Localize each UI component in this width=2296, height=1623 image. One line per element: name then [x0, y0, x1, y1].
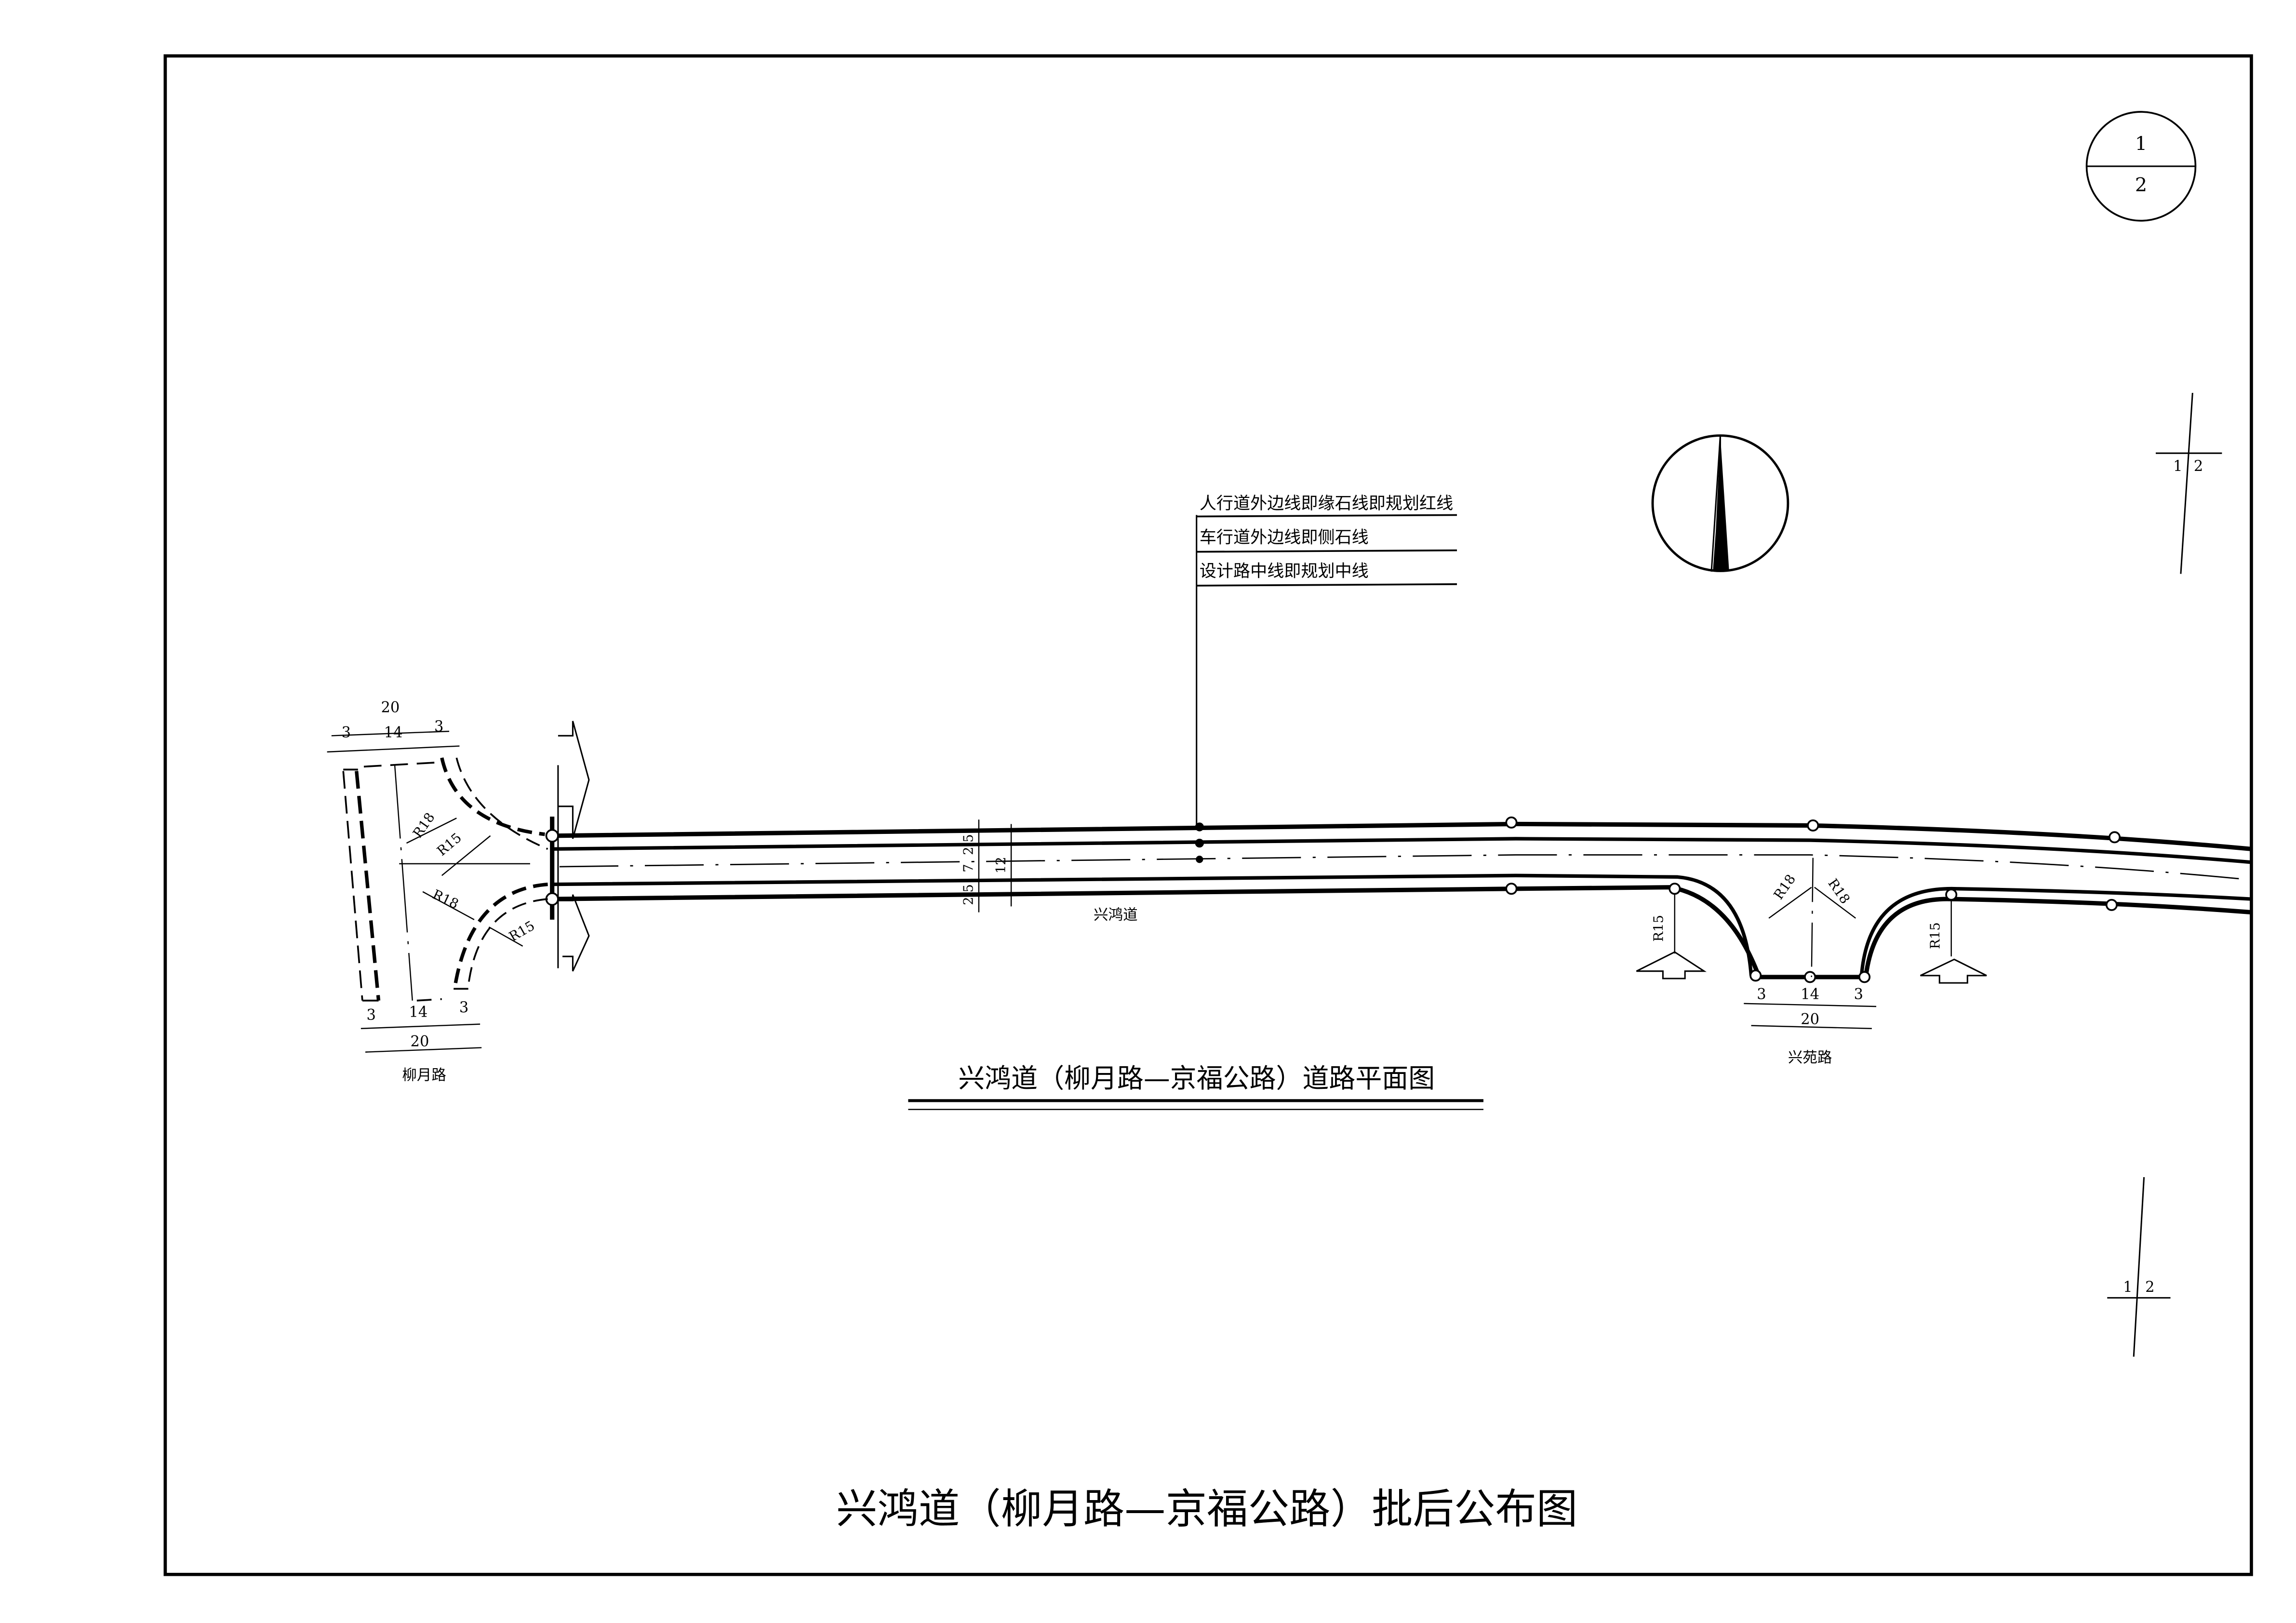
line-legend: 人行道外边线即缘石线即规划红线 车行道外边线即侧石线 设计路中线即规划中线	[1196, 494, 1457, 827]
section-marker: 1 2	[2156, 392, 2222, 574]
section-marker-right: 2	[2145, 1279, 2154, 1296]
dim-bottom-total: 20	[411, 1033, 429, 1050]
radius-label: R18	[1771, 872, 1799, 902]
dim-carriageway: 7	[961, 864, 976, 872]
main-road-xinghongdao	[545, 816, 2252, 983]
dim-top-total: 20	[381, 699, 400, 716]
dim-middle: 14	[1801, 986, 1819, 1003]
sheet-marker-top: 1	[2135, 133, 2147, 155]
section-marker-left: 1	[2123, 1279, 2132, 1296]
left-intersection-labels: 20 3 14 3 3 14 3 20 R18 R15 R18 R15 柳月路	[342, 699, 537, 1084]
dim-sidewalk-top: 2.5	[961, 834, 976, 855]
dim-bottom-middle: 14	[409, 1004, 427, 1020]
radius-label: R18	[430, 887, 461, 912]
main-title: 兴鸿道（柳月路—京福公路）批后公布图	[836, 1485, 1577, 1533]
dim-total-width: 12	[994, 857, 1009, 873]
legend-item-curb-line: 车行道外边线即侧石线	[1200, 527, 1369, 547]
dim-top-left: 3	[342, 724, 351, 741]
cross-section-dimensions: 2.5 7 2.5 12 兴鸿道	[961, 819, 1138, 924]
legend-item-red-line: 人行道外边线即缘石线即规划红线	[1200, 494, 1453, 513]
dim-top-right: 3	[434, 718, 443, 735]
plan-title: 兴鸿道（柳月路—京福公路）道路平面图	[958, 1063, 1435, 1094]
dim-bottom-right: 3	[459, 999, 468, 1016]
radius-label: R15	[1651, 915, 1666, 942]
radius-label: R15	[1928, 922, 1943, 949]
road-name-xingyuanlu: 兴苑路	[1788, 1049, 1832, 1066]
radius-label: R18	[410, 810, 438, 841]
left-intersection-liuyuelu	[327, 721, 590, 1053]
sheet-marker-bottom: 2	[2135, 174, 2147, 196]
sheet-number-marker: 1 2	[2085, 111, 2197, 222]
section-marker-right: 2	[2194, 458, 2203, 475]
right-intersection-xingyuanlu	[1636, 858, 1987, 1029]
legend-item-center-line: 设计路中线即规划中线	[1200, 562, 1369, 581]
dim-sidewalk-bottom: 2.5	[961, 884, 976, 905]
dim-right: 3	[1854, 986, 1863, 1003]
radius-label: R15	[507, 918, 537, 945]
radius-label: R15	[434, 830, 465, 859]
main-road-label: 兴鸿道	[1094, 907, 1138, 924]
road-name-liuyuelu: 柳月路	[402, 1067, 446, 1084]
dim-bottom-left: 3	[367, 1006, 376, 1023]
section-marker-left: 1	[2173, 458, 2182, 475]
north-arrow-icon	[1651, 434, 1789, 572]
dim-top-middle: 14	[384, 724, 403, 741]
radius-label: R18	[1825, 876, 1853, 907]
dim-left: 3	[1757, 986, 1766, 1003]
drawing-border	[163, 54, 2253, 1576]
dim-total: 20	[1801, 1011, 1819, 1028]
section-marker: 1 2	[2107, 1177, 2171, 1357]
